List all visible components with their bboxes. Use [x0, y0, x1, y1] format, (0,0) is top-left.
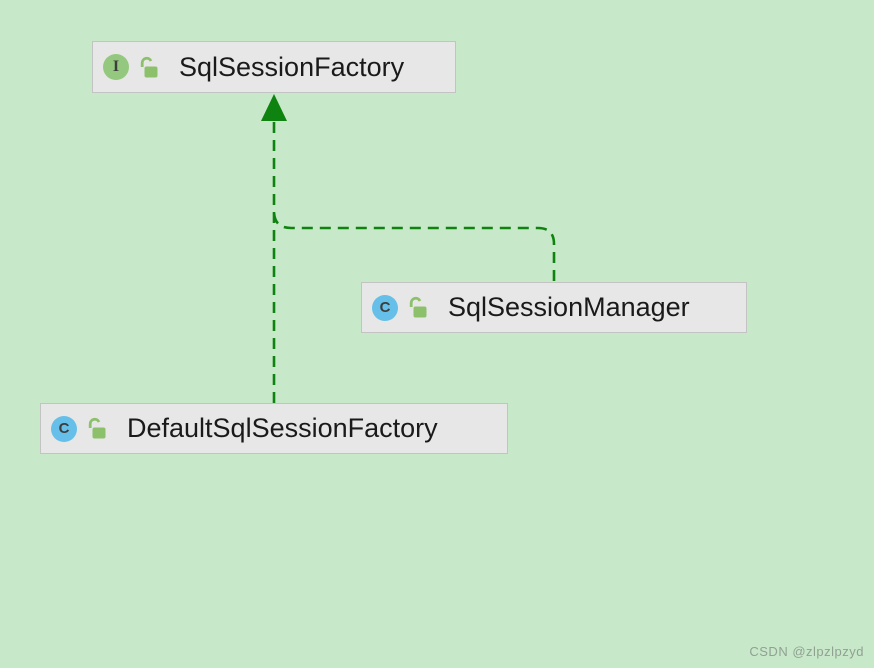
unlocked-padlock-icon	[409, 296, 427, 318]
class-icon: C	[51, 415, 77, 442]
node-defaultsqlsessionfactory[interactable]: C DefaultSqlSessionFactory	[40, 403, 508, 454]
interface-icon: I	[103, 54, 129, 80]
node-label: SqlSessionManager	[448, 292, 690, 322]
csdn-watermark: CSDN @zlpzlpzyd	[749, 644, 864, 659]
node-label: DefaultSqlSessionFactory	[127, 413, 438, 443]
unlocked-padlock-icon	[140, 56, 158, 77]
class-icon: C	[372, 294, 398, 321]
unlocked-padlock-icon	[88, 417, 106, 439]
node-sqlsessionmanager[interactable]: C SqlSessionManager	[361, 282, 747, 333]
implements-arrowhead-icon	[261, 94, 287, 121]
edge-sqlsessionmanager-implements[interactable]	[272, 210, 556, 281]
node-label: SqlSessionFactory	[179, 51, 405, 82]
node-sqlsessionfactory[interactable]: I SqlSessionFactory	[92, 41, 456, 93]
